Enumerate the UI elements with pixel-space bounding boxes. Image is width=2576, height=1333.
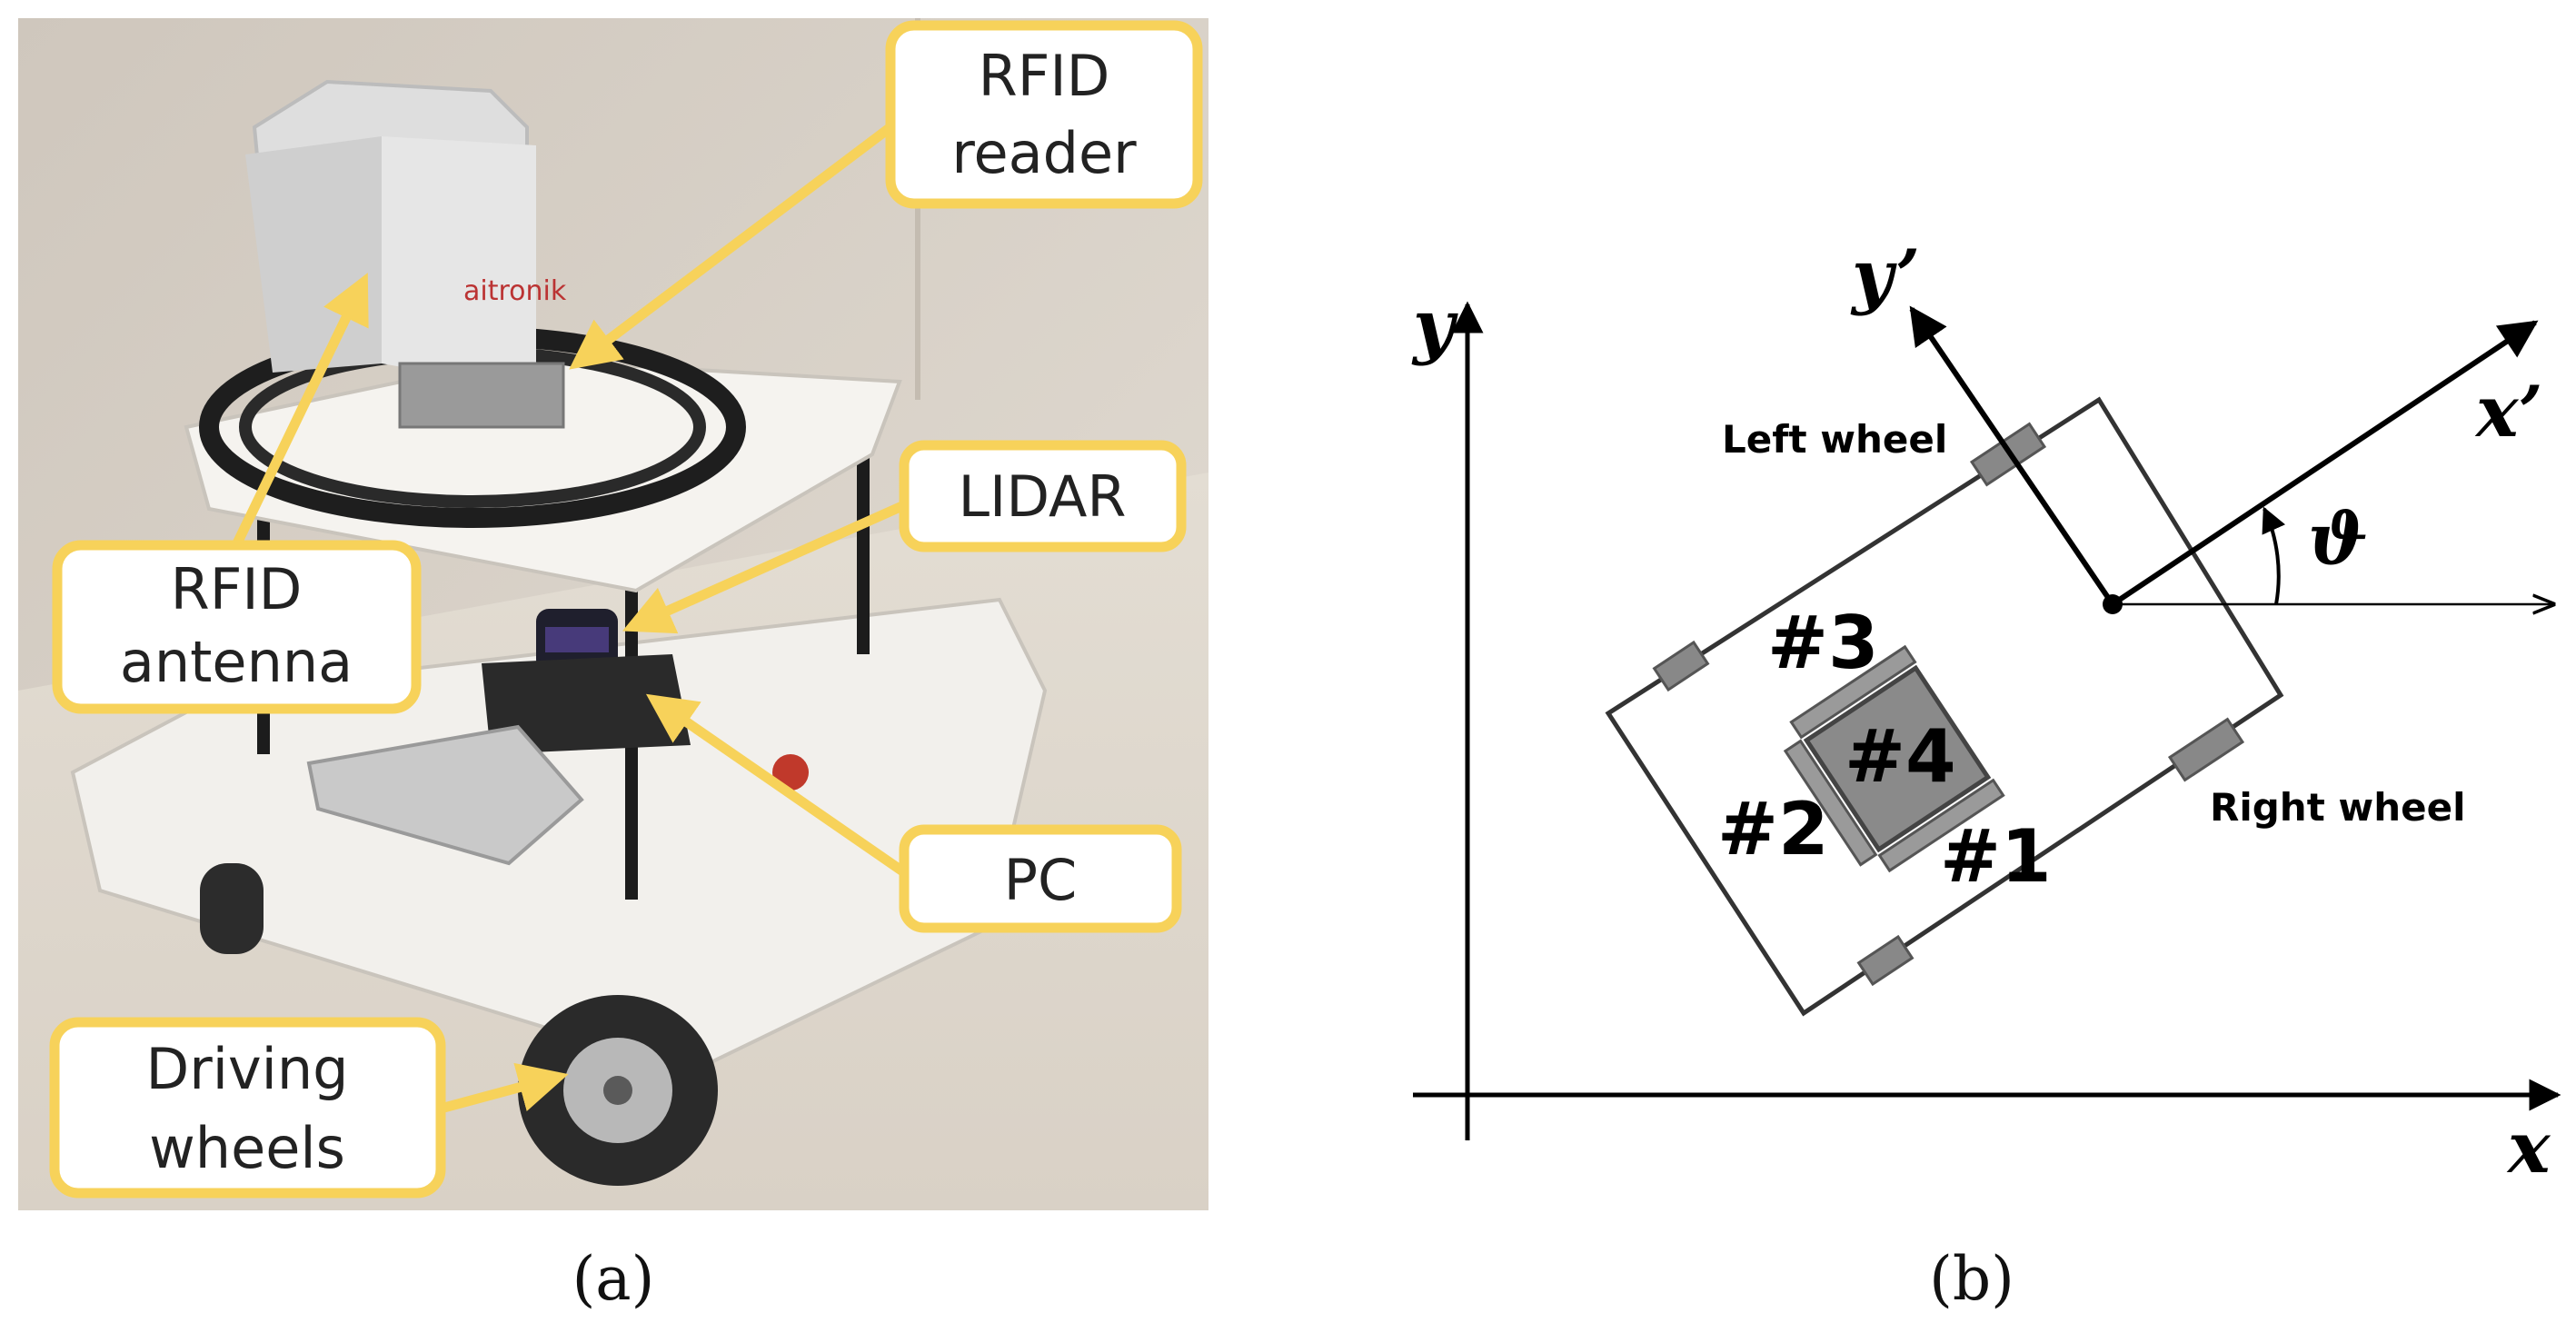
- y-axis-label: y: [1411, 284, 1458, 367]
- callout-rfid-reader-line2: reader: [951, 120, 1137, 186]
- driving-wheel: [518, 995, 718, 1186]
- kinematic-diagram: y x #3 #2 #1 #4 x’ y’ ϑ Left wheel Right…: [1411, 234, 2561, 1189]
- theta-arc: [2262, 506, 2286, 605]
- robot-body: [1605, 396, 2284, 1017]
- caption-a: (a): [572, 1244, 655, 1314]
- left-wheel-label: Left wheel: [1722, 417, 1947, 462]
- antenna-label-1: #1: [1940, 814, 2052, 899]
- x-axis-label: x: [2506, 1107, 2551, 1189]
- antenna-1: [1877, 778, 2005, 873]
- antenna-3: [1789, 644, 1917, 740]
- right-wheel-label: Right wheel: [2210, 785, 2465, 830]
- theta-label: ϑ: [2308, 498, 2368, 581]
- callout-rfid-antenna-line1: RFID: [171, 556, 303, 622]
- callout-rfid-reader-line1: RFID: [979, 43, 1110, 109]
- antenna-label-3: #3: [1767, 601, 1879, 685]
- rfid-antenna-box: aitronik: [245, 79, 567, 391]
- right-wheel: [2167, 717, 2245, 782]
- antenna-label-2: #2: [1717, 787, 1829, 871]
- callout-driving-wheels: Driving wheels: [49, 1017, 569, 1199]
- antenna-4: [1803, 664, 1992, 853]
- callout-pc: PC: [645, 693, 1182, 933]
- caster-wheel: [200, 863, 264, 954]
- y-prime-label: y’: [1850, 234, 1920, 317]
- callout-rfid-antenna-line2: antenna: [120, 629, 353, 695]
- brand-logo: aitronik: [463, 275, 567, 307]
- antenna-label-4: #4: [1845, 714, 1956, 799]
- caster-wheel-rear: [1856, 934, 1915, 987]
- callout-lidar: LIDAR: [622, 440, 1187, 634]
- lidar-sensor: [536, 609, 618, 672]
- antenna-2: [1783, 739, 1878, 867]
- callout-driving-wheels-line2: wheels: [149, 1115, 345, 1181]
- callout-rfid-reader: RFID reader: [569, 20, 1203, 370]
- y-prime-axis: [1909, 305, 2115, 606]
- callout-driving-wheels-line1: Driving: [145, 1036, 348, 1102]
- caption-b: (b): [1929, 1244, 2014, 1314]
- caster-wheel-front: [1652, 640, 1710, 692]
- x-prime-label: x’: [2474, 371, 2543, 453]
- callout-pc-label: PC: [1004, 847, 1078, 913]
- callout-rfid-antenna: RFID antenna: [52, 273, 422, 714]
- callout-lidar-label: LIDAR: [959, 463, 1127, 530]
- pc-unit: [306, 654, 691, 866]
- x-prime-axis: [2111, 320, 2539, 607]
